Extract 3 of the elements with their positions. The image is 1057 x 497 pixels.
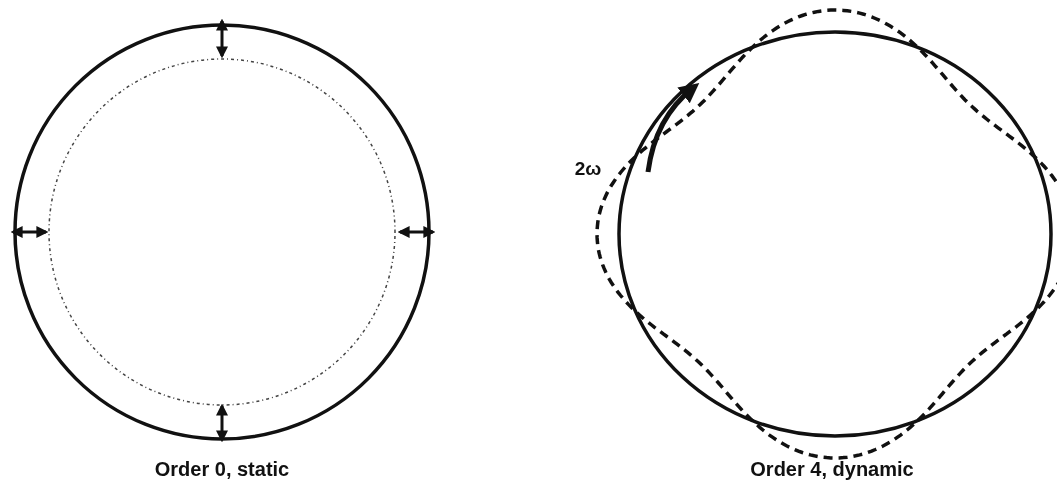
angular-speed-label: 2ω [574, 158, 602, 180]
caption: Order 4, dynamic [750, 458, 914, 481]
caption: Order 0, static [154, 458, 290, 481]
